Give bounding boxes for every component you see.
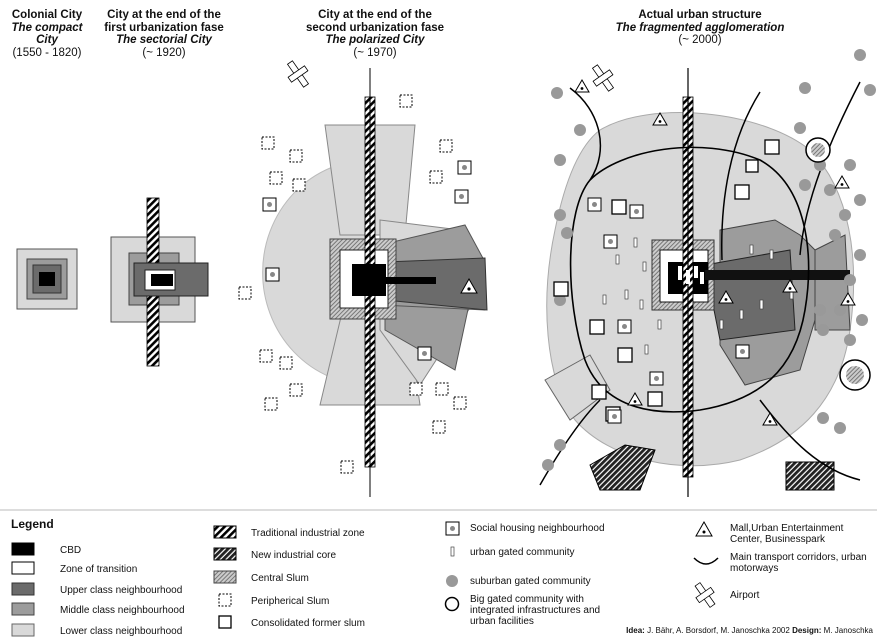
credit-idea: J. Bähr, A. Borsdorf, M. Janoschka 2002: [647, 626, 790, 635]
mall-icon: [460, 277, 478, 294]
heading-line: The polarized City: [325, 34, 425, 46]
credit-line: Idea: J. Bähr, A. Borsdorf, M. Janoschka…: [626, 626, 873, 635]
swatch-peripheral-slum: [218, 593, 232, 607]
social-housing: [587, 197, 750, 424]
legend-label-urban-gated: urban gated community: [470, 547, 575, 558]
consolidated-former-slums: [553, 139, 780, 422]
stage-heading-sectorial: City at the end of the first urbanizatio…: [100, 9, 228, 59]
swatch-mall: [695, 520, 713, 537]
big-gated-communities: [805, 137, 871, 391]
legend-label-mall: Mall,Urban Entertainment Center, Busines…: [730, 523, 844, 545]
cbd-block: [39, 272, 55, 286]
heading-line: (~ 1920): [142, 46, 186, 59]
motorway-north: [569, 87, 602, 181]
fragmented-city-model: [539, 49, 876, 497]
swatch-airport: [694, 582, 716, 608]
legend-label-middle: Middle class neighbourhood: [60, 605, 185, 616]
legend-label-suburban-gated: suburban gated community: [470, 576, 591, 587]
polarized-city-model: [238, 60, 488, 497]
sectorial-city-model: [110, 197, 209, 367]
legend-label-central-slum: Central Slum: [251, 573, 309, 584]
motorway-southwest: [539, 399, 601, 486]
credit-design: M. Janoschka: [823, 626, 873, 635]
swatch-traditional-industrial: [213, 525, 237, 539]
legend-label-cbd: CBD: [60, 545, 82, 556]
heading-line: Actual urban structure: [638, 9, 762, 21]
motorway-northeast: [721, 91, 761, 261]
swatch-suburban-gated: [446, 575, 458, 587]
new-industrial-core-east: [785, 461, 835, 491]
mall-icons: [574, 79, 856, 426]
urban-gated-communities: [602, 237, 794, 355]
stage-heading-polarized: City at the end of the second urbanizati…: [290, 9, 460, 59]
heading-line: Colonial City: [11, 9, 83, 21]
suburban-gated-communities: [542, 49, 876, 471]
swatch-lower: [11, 623, 35, 637]
social-housing: [262, 160, 472, 361]
airport-icon: [286, 60, 310, 88]
stage-heading-colonial: Colonial City The compact City (1550 - 1…: [4, 9, 90, 59]
swatch-middle: [11, 602, 35, 616]
cbd-corridor: [705, 270, 850, 280]
heading-line: City at the end of the: [107, 9, 221, 21]
legend-label-transition: Zone of transition: [60, 564, 138, 575]
heading-line: City at the end of the: [318, 9, 432, 21]
upper-class-zone: [704, 249, 796, 341]
legend-label-traditional-industrial: Traditional industrial zone: [251, 528, 365, 539]
heading-line: City: [36, 34, 58, 46]
compact-city-model: [16, 248, 78, 310]
peripheral-slums: [238, 94, 467, 474]
new-industrial-core: [589, 444, 656, 491]
cbd-fragments: [678, 266, 704, 284]
heading-line: first urbanization fase: [104, 21, 224, 34]
swatch-motorway: [693, 557, 719, 565]
legend-label-upper: Upper class neighbourhood: [60, 585, 183, 596]
cbd-extension: [384, 277, 436, 284]
credit-idea-label: Idea:: [626, 626, 645, 635]
heading-line: The fragmented agglomeration: [615, 21, 785, 34]
legend-label-consolidated-slum: Consolidated former slum: [251, 618, 365, 629]
legend-label-motorway: Main transport corridors, urban motorway…: [730, 552, 867, 574]
swatch-upper: [11, 582, 35, 596]
heading-line: The sectorial City: [116, 34, 212, 46]
cbd-block: [352, 264, 386, 296]
swatch-new-industrial: [213, 547, 237, 561]
legend-label-social-housing: Social housing neighbourhood: [470, 523, 605, 534]
heading-line: second urbanization fase: [305, 21, 445, 34]
legend-label-peripheral-slum: Peripherical Slum: [251, 596, 330, 607]
legend-label-big-gated: Big gated community with integrated infr…: [470, 594, 601, 627]
legend-title: Legend: [11, 517, 54, 531]
swatch-urban-gated: [450, 546, 455, 557]
legend-label-new-industrial: New industrial core: [251, 550, 337, 561]
heading-line: (1550 - 1820): [12, 46, 82, 59]
legend-swatches: [11, 520, 719, 637]
swatch-big-gated: [444, 596, 460, 612]
swatch-transition: [11, 561, 35, 575]
heading-line: (~ 2000): [678, 34, 722, 46]
legend-label-airport: Airport: [730, 590, 760, 601]
stage-heading-fragmented: Actual urban structure The fragmented ag…: [575, 9, 825, 47]
credit-design-label: Design:: [792, 626, 822, 635]
airport-icon: [591, 64, 615, 92]
swatch-consolidated-slum: [218, 615, 232, 629]
swatch-cbd: [11, 542, 35, 556]
lower-class-fragment: [544, 354, 611, 421]
heading-line: The compact: [11, 21, 83, 34]
legend-label-lower: Lower class neighbourhood: [60, 626, 183, 637]
heading-line: (~ 1970): [353, 46, 397, 59]
swatch-central-slum: [213, 570, 237, 584]
cbd-block: [151, 274, 173, 286]
